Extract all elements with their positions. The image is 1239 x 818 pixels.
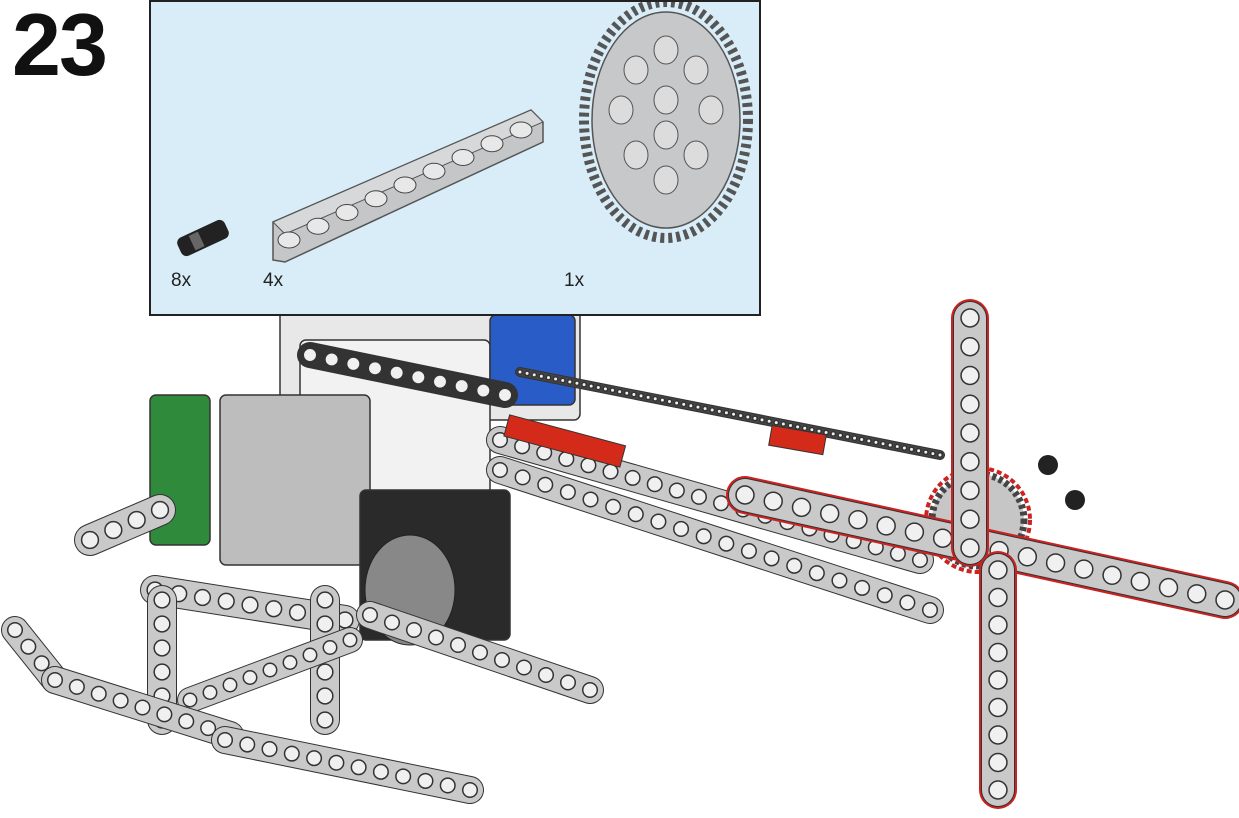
peg [1065,490,1085,510]
red-beam [503,414,627,468]
gear-icon [579,2,753,243]
red-connector [768,424,827,456]
peg [1038,455,1058,475]
beam-icon [272,109,544,263]
axle [515,367,945,460]
part-quantity: 1x [564,270,585,291]
large-motor [219,394,371,566]
part-quantity: 4x [263,270,284,291]
skid-beam [211,726,484,804]
tail-beam [486,456,944,624]
black-beam [297,342,518,408]
step-number: 23 [12,0,108,94]
angle-beam [74,494,176,556]
part-quantity: 8x [171,270,192,291]
connector-peg-icon [177,219,229,257]
skid-beam [356,601,604,704]
parts-list-panel: 8x 4x 1x [149,0,761,316]
rotor-beam-vertical [951,299,989,567]
skid-beam [41,666,244,749]
rotor-beam-vertical [979,551,1017,809]
leg-beam [177,627,363,713]
